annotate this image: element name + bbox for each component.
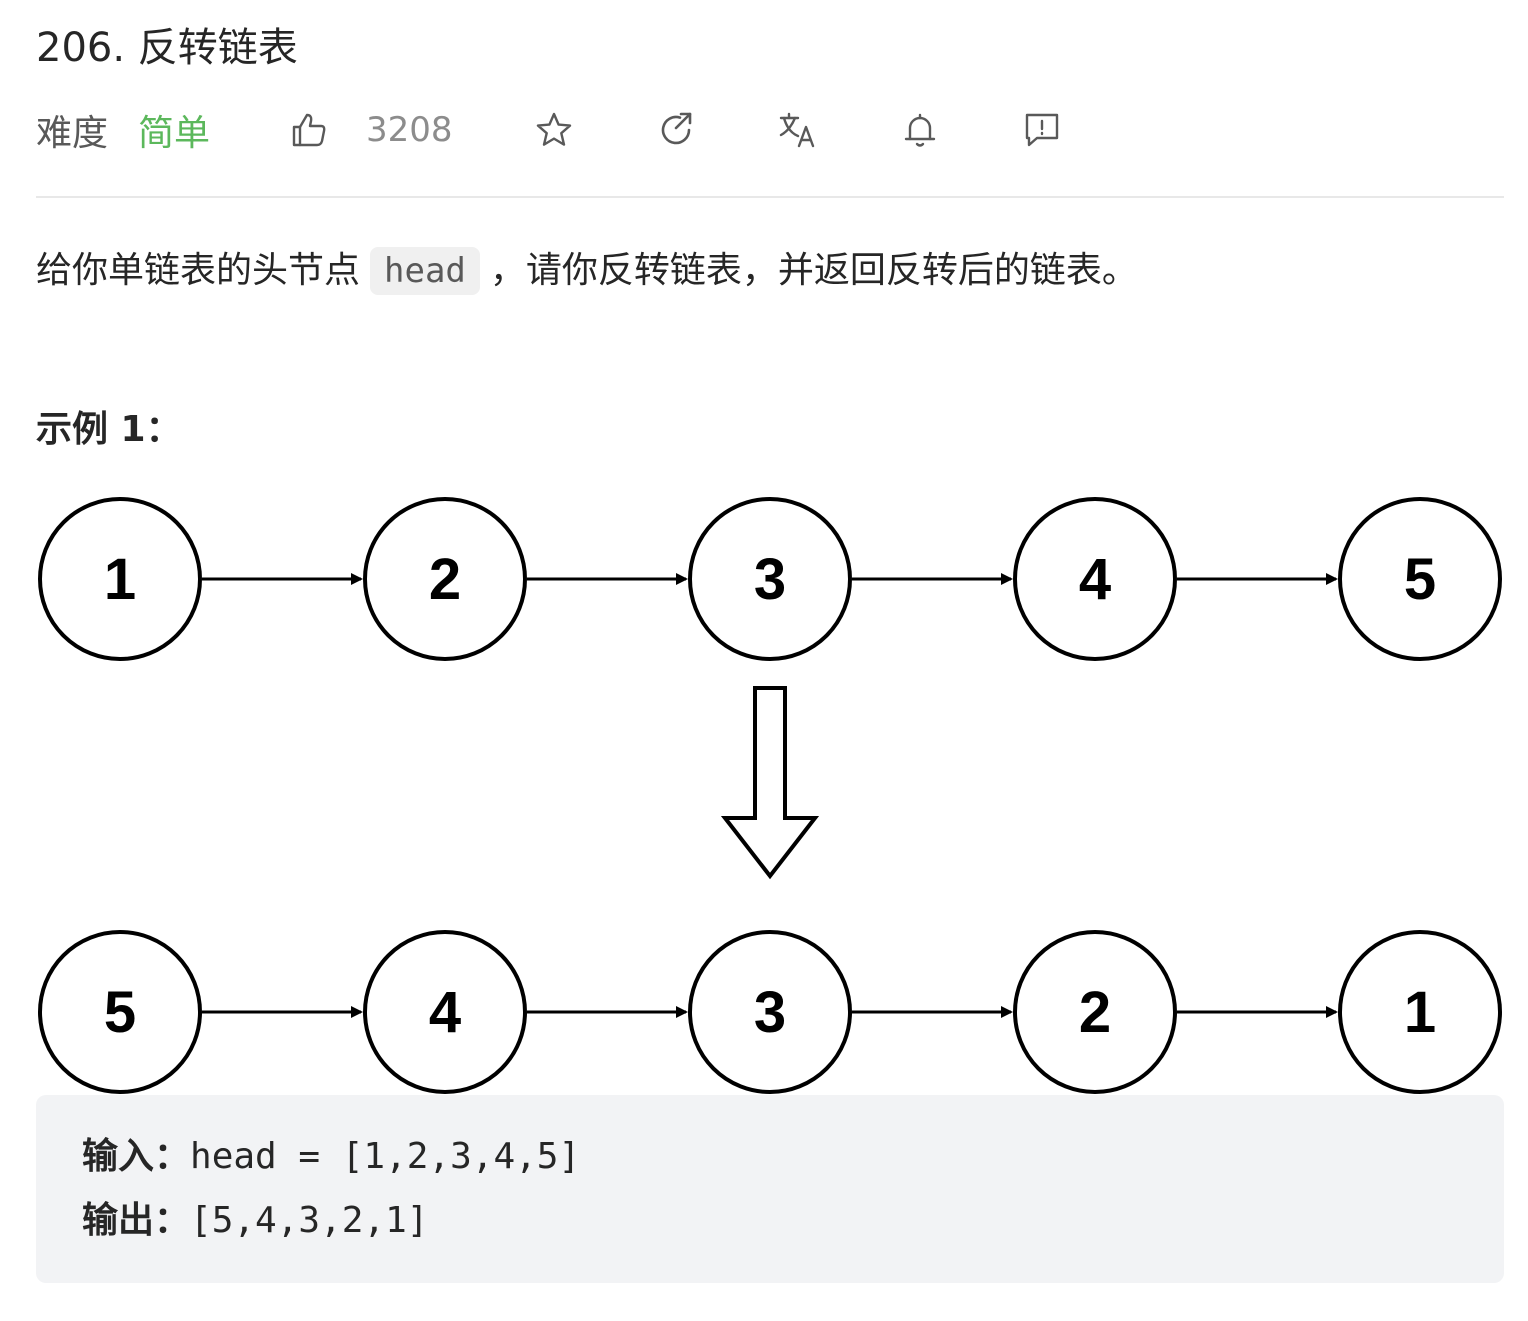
feedback-icon[interactable] [1021, 109, 1063, 151]
thumbs-up-icon [288, 109, 330, 151]
reversed-node-label-4: 2 [1079, 980, 1111, 1045]
reversed-node-label-1: 5 [104, 980, 136, 1045]
like-count: 3208 [366, 110, 453, 150]
original-list-row: 1 2 3 4 5 [38, 497, 1502, 661]
original-node-3 [688, 497, 852, 661]
original-node-1 [38, 497, 202, 661]
input-label: 输入： [82, 1136, 191, 1177]
reversed-node-label-3: 3 [754, 980, 786, 1045]
reversed-node-4 [1013, 930, 1177, 1094]
reversed-list-row: 5 4 3 2 1 [38, 930, 1502, 1094]
original-node-label-3: 3 [754, 547, 786, 612]
description-text-before: 给你单链表的头节点 [36, 250, 361, 291]
original-node-label-4: 4 [1079, 547, 1111, 612]
original-node-label-1: 1 [104, 547, 136, 612]
reversed-node-label-2: 4 [429, 980, 461, 1045]
reversed-node-5 [1338, 930, 1502, 1094]
like-button[interactable]: 3208 [288, 109, 453, 151]
share-icon[interactable] [655, 109, 697, 151]
example-title: 示例 1： [36, 409, 182, 450]
original-node-label-2: 2 [429, 547, 461, 612]
example-input-line: 输入：head = [1,2,3,4,5] [82, 1133, 580, 1181]
bell-icon[interactable] [899, 109, 941, 151]
original-node-4 [1013, 497, 1177, 661]
difficulty-value: 简单 [138, 113, 211, 154]
translate-icon[interactable] [777, 109, 819, 151]
reversed-node-3 [688, 930, 852, 1094]
problem-meta-bar: 难度 简单 3208 [36, 100, 1063, 160]
reversed-node-label-5: 1 [1404, 980, 1436, 1045]
input-value: head = [1,2,3,4,5] [190, 1136, 581, 1177]
original-node-5 [1338, 497, 1502, 661]
original-node-2 [363, 497, 527, 661]
difficulty-label: 难度 [36, 113, 109, 154]
code-head: head [370, 247, 480, 295]
reversed-node-1 [38, 930, 202, 1094]
star-icon[interactable] [533, 109, 575, 151]
reverse-arrow [720, 686, 820, 880]
page-title: 206. 反转链表 [36, 25, 298, 71]
output-label: 输出： [82, 1200, 191, 1241]
output-value: [5,4,3,2,1] [190, 1200, 429, 1241]
example-io-box: 输入：head = [1,2,3,4,5] 输出：[5,4,3,2,1] [36, 1095, 1504, 1283]
original-node-label-5: 5 [1404, 547, 1436, 612]
reversed-node-2 [363, 930, 527, 1094]
description-text-after: ，请你反转链表，并返回反转后的链表。 [489, 250, 1138, 291]
header-divider [36, 196, 1504, 198]
linked-list-diagram: 1 2 3 4 5 5 4 3 2 1 [38, 497, 1502, 1094]
example-output-line: 输出：[5,4,3,2,1] [82, 1197, 428, 1245]
